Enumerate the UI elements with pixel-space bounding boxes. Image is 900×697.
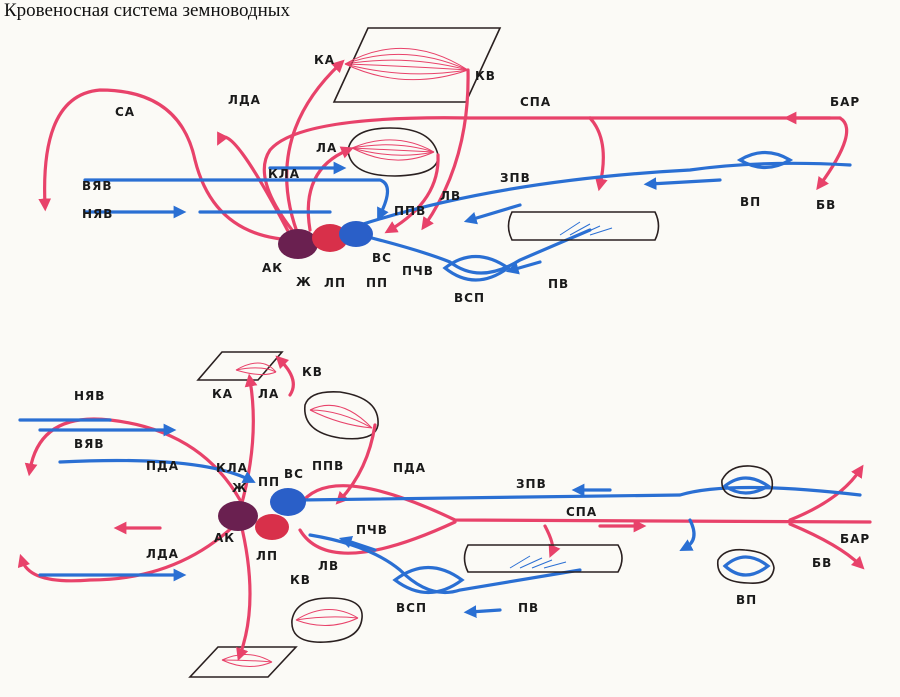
ventricle-top xyxy=(278,229,318,259)
carotid-lower xyxy=(17,518,242,583)
bottom-diagram: КВ КА ЛА НЯВ ВЯВ ПДА КЛА ВС ППВ ПДА Ж ПП… xyxy=(17,351,872,678)
label-bv-top: БВ xyxy=(816,198,836,212)
intestine-top xyxy=(507,211,660,241)
label-kv-bottom: КВ xyxy=(302,365,323,379)
label-zpv-bottom: ЗПВ xyxy=(516,477,547,491)
portal-vein-top xyxy=(358,228,592,275)
label-la-bottom: ЛА xyxy=(258,387,279,401)
label-ka-top: КА xyxy=(314,53,335,67)
label-ak-top: АК xyxy=(262,261,283,275)
label-ka-bottom: КА xyxy=(212,387,233,401)
label-lda-top: ЛДА xyxy=(228,93,261,107)
label-pv-top: ПВ xyxy=(548,277,569,291)
posterior-cava-bottom xyxy=(298,485,862,502)
label-spa-bottom: СПА xyxy=(566,505,597,519)
label-pp-bottom: ПП xyxy=(258,475,280,489)
label-pda-left: ПДА xyxy=(146,459,179,473)
skin-capillary-lower xyxy=(188,646,298,678)
portal-bottom xyxy=(308,533,582,595)
label-bv-bottom: БВ xyxy=(812,556,832,570)
cutaneous-vein-top xyxy=(421,68,470,231)
label-kla-bottom: КЛА xyxy=(216,461,248,475)
label-pchv-bottom: ПЧВ xyxy=(356,523,388,537)
skin-capillary-upper xyxy=(196,351,284,381)
label-bar-bottom: БАР xyxy=(840,532,870,546)
skin-capillary-bed xyxy=(332,27,502,103)
label-vyav-bottom: ВЯВ xyxy=(74,437,105,451)
label-kv-top: КВ xyxy=(475,69,496,83)
label-zh-bottom: Ж xyxy=(232,481,248,495)
ventricle-bottom xyxy=(218,501,258,531)
label-sa-top: СА xyxy=(115,105,135,119)
lung-upper xyxy=(304,390,379,440)
label-ak-bottom: АК xyxy=(214,531,235,545)
label-vsp-top: ВСП xyxy=(454,291,485,305)
label-ppv-bottom: ППВ xyxy=(312,459,344,473)
label-lp-bottom: ЛП xyxy=(256,549,278,563)
label-vyav-top: ВЯВ xyxy=(82,179,113,193)
label-vsp-bottom: ВСП xyxy=(396,601,427,615)
jugular-vein-ext-top xyxy=(83,178,390,221)
label-nyav-bottom: НЯВ xyxy=(74,389,105,403)
kidney-portal-top xyxy=(736,150,794,170)
lung-lower xyxy=(291,597,363,643)
label-la-top: ЛА xyxy=(316,141,337,155)
pulmonary-artery-top xyxy=(306,146,354,232)
dorsal-aorta-bottom xyxy=(298,484,872,524)
label-vp-top: ВП xyxy=(740,195,761,209)
cutaneous-artery-top xyxy=(285,59,345,242)
label-lv-bottom: ЛВ xyxy=(318,559,339,573)
label-zpv-top: ЗПВ xyxy=(500,171,531,185)
label-bar-top: БАР xyxy=(830,95,860,109)
label-vs-top: ВС xyxy=(372,251,392,265)
label-pchv-top: ПЧВ xyxy=(402,264,434,278)
label-spa-top: СПА xyxy=(520,95,551,109)
intestine-bottom xyxy=(463,544,623,573)
kidney-lower-bottom xyxy=(722,555,771,577)
liver-top xyxy=(442,255,511,282)
left-atrium-bottom xyxy=(255,514,289,540)
liver-bottom xyxy=(392,566,465,594)
pulmonary-vein-top xyxy=(384,153,440,234)
label-kv2-bottom: КВ xyxy=(290,573,311,587)
label-ppv-top: ППВ xyxy=(394,204,426,218)
skin-capillaries xyxy=(344,48,469,81)
lung-capillaries xyxy=(351,139,435,161)
label-pv-bottom: ПВ xyxy=(518,601,539,615)
venous-sinus-top xyxy=(339,221,373,247)
label-vs-bottom: ВС xyxy=(284,467,304,481)
label-lv-top: ЛВ xyxy=(440,189,461,203)
label-nyav-top: НЯВ xyxy=(82,207,113,221)
carotid-artery-top xyxy=(38,88,302,242)
diagram-title: Кровеносная система земноводных xyxy=(4,0,291,21)
label-lp-top: ЛП xyxy=(324,276,346,290)
label-vp-bottom: ВП xyxy=(736,593,757,607)
label-pda-right: ПДА xyxy=(393,461,426,475)
venous-sinus-bottom xyxy=(270,488,306,516)
posterior-cava-top xyxy=(358,161,852,227)
label-zh-top: Ж xyxy=(296,275,312,289)
label-pp-top: ПП xyxy=(366,276,388,290)
kidney-upper-bottom xyxy=(722,476,771,495)
top-diagram: КА КВ ЛДА СА СПА БАР ЛА КЛА ВЯВ НЯВ ЗПВ … xyxy=(38,27,860,305)
label-kla-top: КЛА xyxy=(268,167,300,181)
label-lda-bottom: ЛДА xyxy=(146,547,179,561)
left-atrium-top xyxy=(312,224,348,252)
